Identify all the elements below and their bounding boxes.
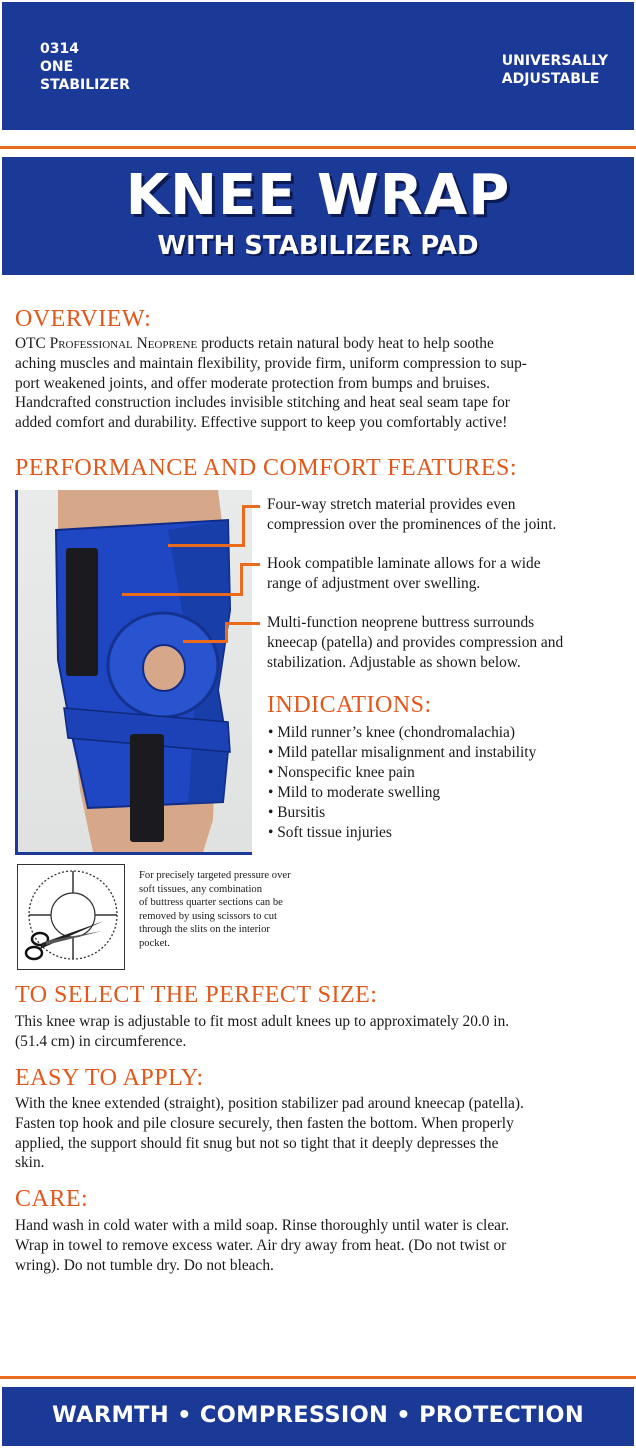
footer-bar: WARMTH • COMPRESSION • PROTECTION <box>2 1387 634 1446</box>
list-item: Soft tissue injuries <box>268 823 536 843</box>
feature-item-3: Multi-function neoprene buttress surroun… <box>267 614 564 671</box>
list-item: Nonspecific knee pain <box>268 763 536 783</box>
callout-line-1 <box>168 544 245 547</box>
product-code-number: 0314 <box>40 41 79 57</box>
adjustable-line1: UNIVERSALLY <box>501 53 608 69</box>
callout-tick-1 <box>242 505 260 508</box>
callout-tick-2 <box>240 563 260 566</box>
page-title: KNEE WRAP <box>125 163 511 228</box>
footer-slogan: WARMTH • COMPRESSION • PROTECTION <box>52 1402 584 1428</box>
adjustable-line2: ADJUSTABLE <box>501 71 600 87</box>
indications-heading: INDICATIONS: <box>267 692 432 718</box>
scissors-icon <box>24 921 104 961</box>
title-bar: KNEE WRAP WITH STABILIZER PAD <box>2 157 634 275</box>
callout-tick-3 <box>225 622 260 625</box>
list-item: Bursitis <box>268 803 536 823</box>
buttress-diagram-icon <box>17 864 125 970</box>
features-heading: PERFORMANCE AND COMFORT FEATURES: <box>15 455 518 481</box>
indications-list: Mild runner’s knee (chondromalachia) Mil… <box>268 723 536 843</box>
product-code-line3: STABILIZER <box>40 77 130 93</box>
feature-item-2: Hook compatible laminate allows for a wi… <box>267 555 541 592</box>
buttress-tip-text: For precisely targeted pressure over sof… <box>139 870 291 949</box>
list-item: Mild to moderate swelling <box>268 783 536 803</box>
apply-heading: EASY TO APPLY: <box>15 1065 204 1091</box>
page-subtitle: WITH STABILIZER PAD <box>157 231 479 261</box>
adjustable-badge: UNIVERSALLY ADJUSTABLE <box>502 52 608 88</box>
callout-stem-2 <box>240 563 243 596</box>
list-item: Mild patellar misalignment and instabili… <box>268 743 536 763</box>
apply-text: With the knee extended (straight), posit… <box>15 1095 524 1172</box>
overview-text: OTC Professional Neoprene products retai… <box>15 335 527 432</box>
knee-wrap-photo <box>15 490 252 855</box>
feature-item-1: Four-way stretch material provides even … <box>267 496 557 533</box>
size-heading: TO SELECT THE PERFECT SIZE: <box>15 982 378 1008</box>
size-text: This knee wrap is adjustable to fit most… <box>15 1013 510 1050</box>
footer-stripe <box>0 1376 636 1379</box>
callout-stem-1 <box>242 505 245 547</box>
knee-wrap-illustration <box>54 490 232 852</box>
overview-heading: OVERVIEW: <box>15 306 152 332</box>
product-code-line2: ONE <box>40 59 74 75</box>
divider-stripe <box>0 146 636 149</box>
header-bar: 0314 ONE STABILIZER UNIVERSALLY ADJUSTAB… <box>2 2 634 130</box>
product-code: 0314 ONE STABILIZER <box>40 40 130 94</box>
care-heading: CARE: <box>15 1186 89 1212</box>
callout-stem-3 <box>225 622 228 643</box>
callout-line-3 <box>183 640 228 643</box>
callout-line-2 <box>122 593 243 596</box>
list-item: Mild runner’s knee (chondromalachia) <box>268 723 536 743</box>
care-text: Hand wash in cold water with a mild soap… <box>15 1217 510 1274</box>
brand-name: OTC Professional Neoprene <box>15 335 198 352</box>
